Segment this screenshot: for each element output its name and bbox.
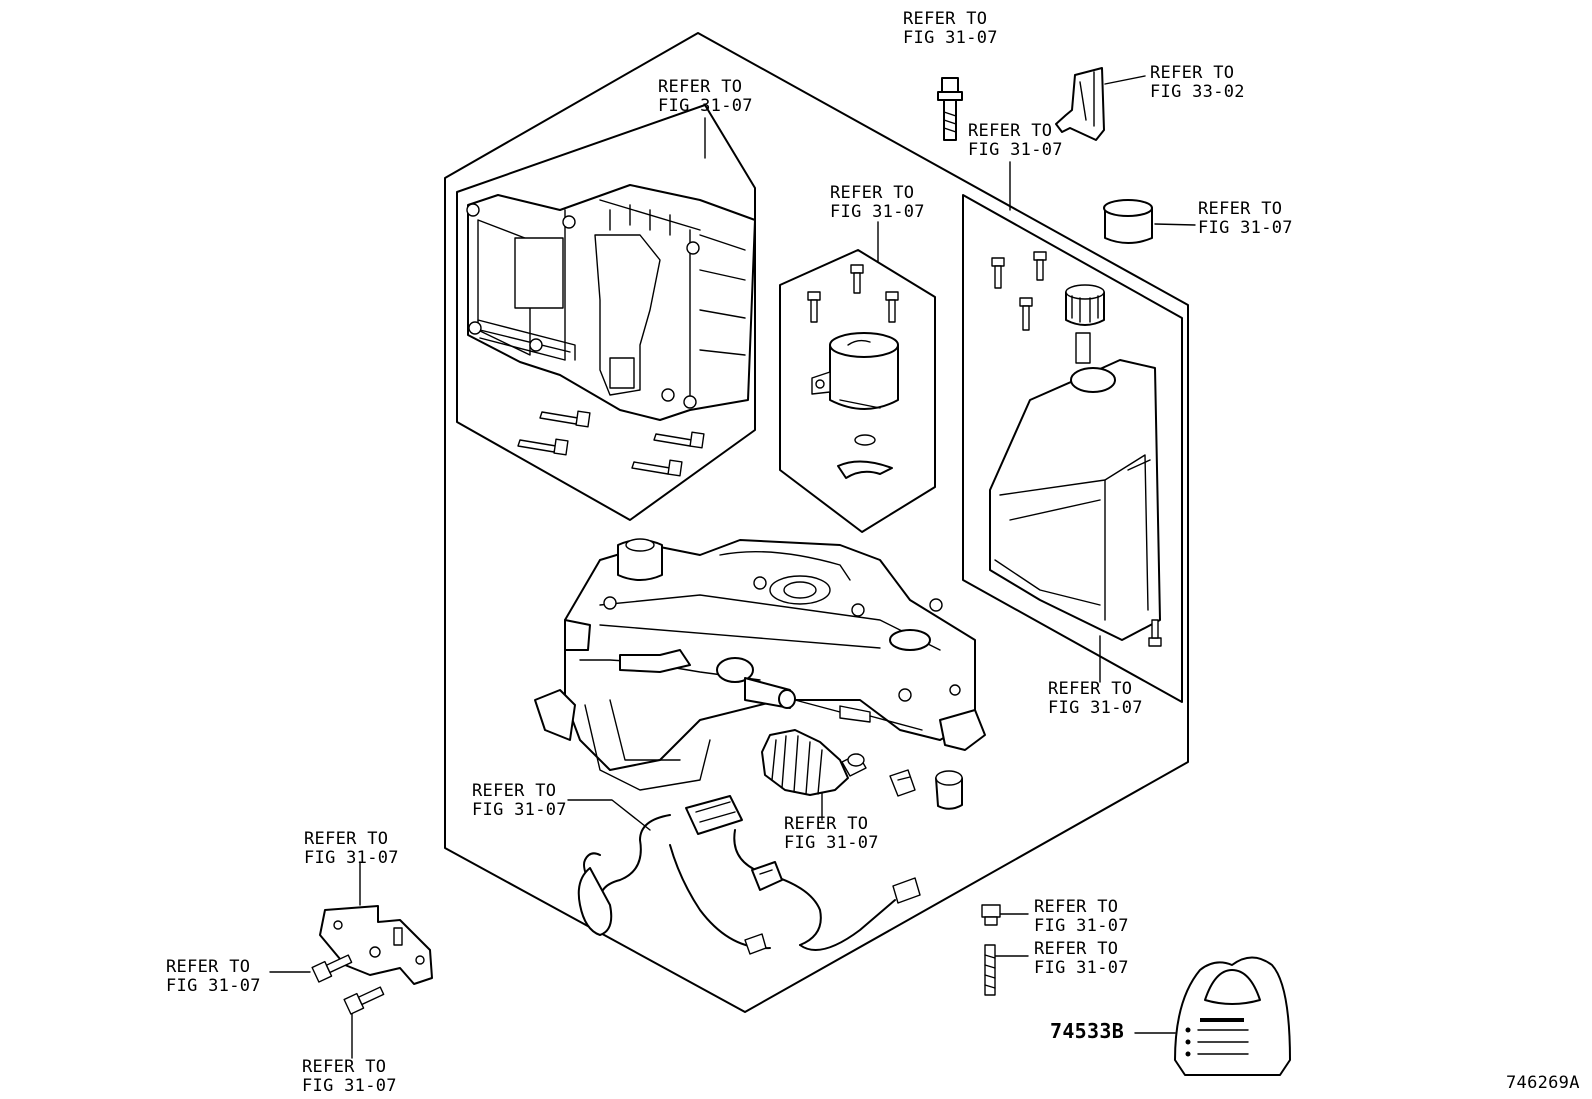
leader-lines — [269, 75, 1196, 1059]
nut-icon — [981, 904, 1001, 926]
wire-harness-icon — [577, 795, 921, 955]
stud-icon — [984, 944, 996, 996]
reservoir-box-outline — [962, 194, 1183, 703]
figure-id: 746269A — [1506, 1073, 1580, 1093]
cap-icon — [1103, 199, 1153, 244]
reservoir-icon — [989, 251, 1162, 647]
boot-icon — [761, 729, 867, 796]
hydraulic-body-icon — [534, 538, 986, 791]
actuator-ecu-icon — [466, 184, 756, 421]
fitting-icon — [889, 769, 963, 810]
assembly-outline — [444, 32, 1189, 1013]
plate-icon — [319, 905, 433, 985]
bracket-icon — [1055, 67, 1105, 141]
motor-box-outline — [779, 249, 936, 533]
actuator-box-outline — [456, 104, 756, 521]
ecu-screws-icon — [517, 410, 705, 477]
part-number-label: 74533B — [1050, 1019, 1125, 1043]
motor-icon — [807, 264, 899, 479]
plate-bolts-icon — [311, 954, 385, 1015]
top-bolt-icon — [937, 77, 963, 141]
caution-tag-icon — [1174, 956, 1291, 1076]
